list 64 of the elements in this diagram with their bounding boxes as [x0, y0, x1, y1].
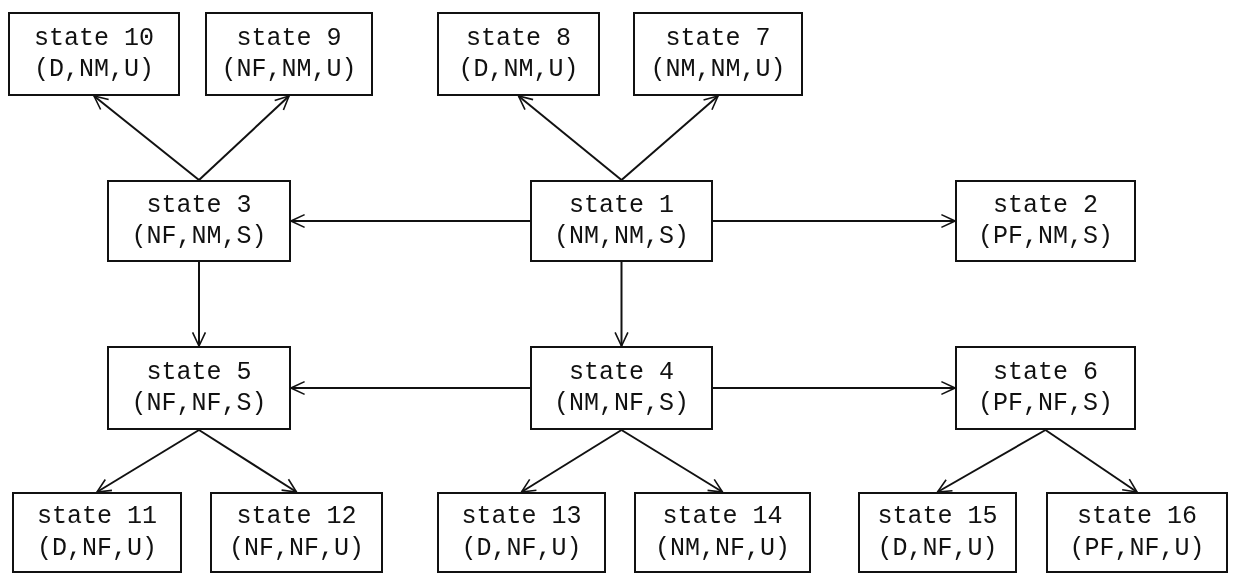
- arrow: [712, 213, 956, 229]
- state-label: state 10: [34, 22, 154, 54]
- arrow: [712, 380, 956, 396]
- state-label: state 7: [665, 22, 771, 54]
- arrow: [191, 261, 207, 347]
- arrow: [620, 95, 719, 181]
- state-tuple: (PF,NM,S): [978, 221, 1113, 253]
- arrow: [93, 95, 200, 181]
- arrow: [1044, 429, 1138, 493]
- state-label: state 12: [236, 501, 357, 533]
- state-tuple: (NF,NF,S): [131, 388, 267, 420]
- state-box: [633, 12, 803, 96]
- state-tuple: (D,NF,U): [37, 532, 157, 564]
- state-box: [437, 492, 606, 573]
- arrow: [96, 429, 200, 493]
- state-box: [1046, 492, 1228, 573]
- state-label: state 13: [461, 501, 582, 533]
- state-label: state 8: [466, 22, 571, 54]
- state-box: [530, 346, 713, 430]
- state-tuple: (PF,NF,S): [978, 388, 1113, 420]
- arrow: [198, 95, 290, 181]
- state-tuple: (NF,NM,S): [131, 221, 267, 253]
- state-tuple: (NM,NF,S): [554, 388, 689, 420]
- state-label: state 9: [236, 22, 342, 54]
- state-tuple: (D,NF,U): [877, 532, 998, 564]
- state-label: state 4: [569, 356, 674, 388]
- arrow: [520, 429, 623, 493]
- arrow: [198, 429, 298, 493]
- state-box: [210, 492, 383, 573]
- state-box: [530, 180, 713, 262]
- state-tuple: (NM,NM,S): [554, 221, 689, 253]
- arrow: [614, 261, 629, 347]
- state-label: state 5: [146, 356, 252, 388]
- state-tuple: (NF,NF,U): [229, 532, 364, 564]
- state-label: state 14: [662, 501, 783, 533]
- state-box: [955, 346, 1136, 430]
- state-tuple: (NF,NM,U): [221, 54, 357, 86]
- state-tuple: (D,NM,U): [458, 54, 579, 86]
- arrow: [290, 380, 531, 396]
- state-label: state 15: [877, 501, 998, 533]
- state-box: [205, 12, 373, 96]
- state-box: [634, 492, 811, 573]
- state-label: state 1: [569, 189, 674, 221]
- state-label: state 16: [1077, 501, 1197, 533]
- state-label: state 6: [993, 356, 1098, 388]
- state-label: state 3: [146, 189, 252, 221]
- state-box: [12, 492, 182, 573]
- state-box: [107, 180, 291, 262]
- state-box: [858, 492, 1017, 573]
- state-label: state 2: [993, 189, 1098, 221]
- state-box: [955, 180, 1136, 262]
- state-box: [107, 346, 291, 430]
- arrow: [620, 429, 724, 493]
- arrow: [517, 95, 623, 181]
- state-tuple: (D,NM,U): [34, 54, 154, 86]
- arrow: [936, 429, 1047, 493]
- state-tuple: (PF,NF,U): [1069, 532, 1205, 564]
- state-label: state 11: [37, 501, 157, 533]
- state-tuple: (NM,NM,U): [650, 54, 786, 86]
- state-box: [8, 12, 180, 96]
- state-tuple: (NM,NF,U): [655, 532, 790, 564]
- arrow: [290, 213, 531, 229]
- state-box: [437, 12, 600, 96]
- state-tuple: (D,NF,U): [461, 532, 582, 564]
